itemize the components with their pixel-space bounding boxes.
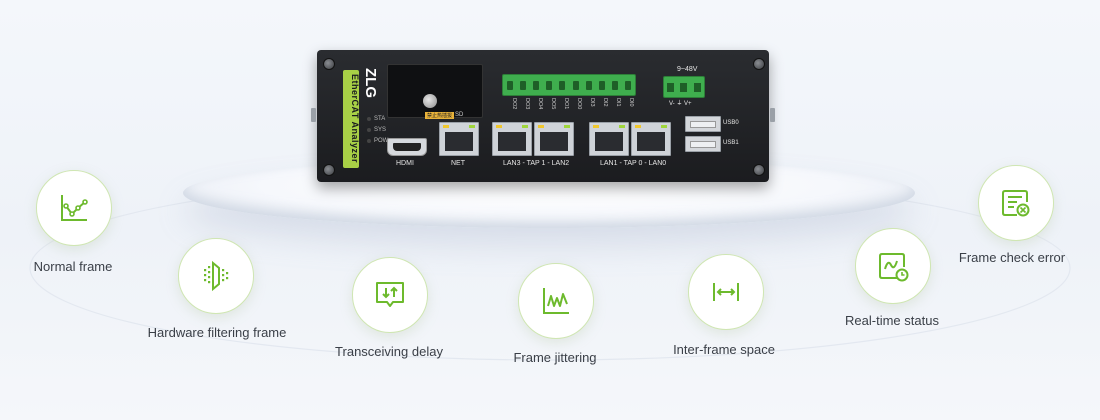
feature-inter-frame-space [688, 254, 764, 330]
pin-label: DO4 [537, 98, 543, 110]
feature-hardware-filtering [178, 238, 254, 314]
pin-label: DI3 [589, 98, 595, 107]
net-port [439, 122, 479, 156]
lan-left-label: LAN3 - TAP 1 - LAN2 [503, 160, 570, 167]
brand-logo: ZLG [362, 68, 379, 98]
ethercat-analyzer-device: EtherCAT Analyzer ZLG STA SYS POW 禁止热插拔 … [311, 50, 775, 182]
sd-knob-icon [423, 94, 437, 108]
net-label: NET [451, 160, 465, 167]
feature-label-frame-jittering: Frame jittering [513, 350, 597, 365]
up-down-arrows-icon [376, 282, 404, 307]
brand-strip [343, 70, 359, 168]
document-error-icon [1002, 190, 1030, 217]
power-label: 9~48V [677, 66, 698, 73]
lan2-port [534, 122, 574, 156]
usb0-port [685, 116, 721, 132]
hdmi-label: HDMI [396, 160, 414, 167]
feature-label-inter-frame-space: Inter-frame space [673, 342, 775, 357]
usb1-label: USB1 [723, 140, 739, 146]
feature-label-hardware-filtering: Hardware filtering frame [147, 325, 287, 340]
filter-icon [204, 260, 229, 292]
led-indicator [367, 139, 371, 143]
feature-transceiving-delay [352, 257, 428, 333]
feature-normal-frame [36, 170, 112, 246]
pin-label: DI0 [628, 98, 634, 107]
line-chart-icon [61, 195, 88, 221]
feature-frame-jittering [518, 263, 594, 339]
lan-right-label: LAN1 - TAP 0 - LAN0 [600, 160, 667, 167]
feature-frame-check-error [978, 165, 1054, 241]
pin-label: DI1 [615, 98, 621, 107]
sd-warning-label: 禁止热插拔 [425, 112, 455, 119]
feature-label-transceiving-delay: Transceiving delay [335, 344, 443, 359]
sd-label: SD [455, 112, 464, 118]
pin-label: DO0 [576, 98, 582, 110]
wave-chart-icon [543, 288, 569, 314]
screw-icon [323, 58, 335, 70]
brand-strip-text: EtherCAT Analyzer [350, 74, 360, 164]
feature-label-real-time-status: Real-time status [845, 313, 939, 328]
led-indicator [367, 117, 371, 121]
pin-label: DO2 [511, 98, 517, 110]
screw-icon [753, 164, 765, 176]
usb1-port [685, 136, 721, 152]
hdmi-port [387, 138, 427, 156]
usb0-label: USB0 [723, 120, 739, 126]
lan1-port [589, 122, 629, 156]
pin-label: DI2 [602, 98, 608, 107]
lan0-port [631, 122, 671, 156]
feature-label-normal-frame: Normal frame [33, 259, 113, 274]
sd-card-slot [387, 64, 483, 118]
led-label: POW [374, 138, 389, 144]
feature-real-time-status [855, 228, 931, 304]
status-leds: STA SYS POW [367, 116, 388, 149]
pin-label: DO1 [563, 98, 569, 110]
mount-tab [311, 108, 316, 122]
screw-icon [753, 58, 765, 70]
interval-arrows-icon [713, 283, 739, 301]
led-label: STA [374, 116, 386, 122]
led-indicator [367, 128, 371, 132]
power-pin-labels: V- ⏚ V+ [669, 101, 692, 107]
mount-tab [770, 108, 775, 122]
led-label: SYS [374, 127, 387, 133]
feature-label-frame-check-error: Frame check error [958, 250, 1066, 265]
io-pin-labels: DO2 DO3 DO4 DO5 DO1 DO0 DI3 DI2 DI1 DI0 [507, 98, 634, 109]
pin-label: DO5 [550, 98, 556, 110]
clock-status-icon [879, 253, 909, 282]
lan3-port [492, 122, 532, 156]
io-terminal-block [502, 74, 636, 96]
pin-label: DO3 [524, 98, 530, 110]
screw-icon [323, 164, 335, 176]
power-terminal [663, 76, 705, 98]
